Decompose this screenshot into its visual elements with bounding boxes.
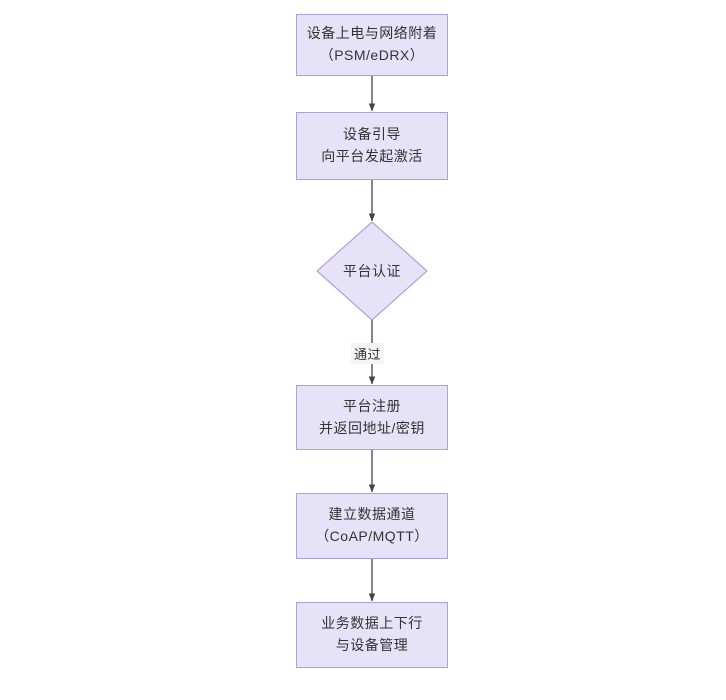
edge-label-pass: 通过 [351, 343, 385, 364]
flow-node-device-bootstrap-line-1: 设备引导 [343, 126, 401, 143]
flow-node-device-bootstrap-line-2: 向平台发起激活 [321, 148, 423, 164]
flow-node-platform-auth[interactable]: 平台认证 [317, 222, 427, 320]
flow-node-business-data-line-1: 业务数据上下行 [321, 615, 423, 632]
flow-node-device-bootstrap[interactable]: 设备引导 向平台发起激活 [296, 112, 448, 180]
flow-node-platform-register-line-1: 平台注册 [343, 397, 401, 414]
diamond-shape [317, 222, 427, 320]
flow-node-platform-register-line-2: 并返回地址/密钥 [319, 419, 425, 436]
flow-node-business-data[interactable]: 业务数据上下行 与设备管理 [296, 602, 448, 668]
flow-node-data-channel-line-1: 建立数据通道 [328, 506, 416, 523]
flow-node-data-channel-line-2: （CoAP/MQTT） [315, 528, 429, 544]
flow-node-device-power-on[interactable]: 设备上电与网络附着 （PSM/eDRX） [296, 14, 448, 76]
flow-node-platform-register[interactable]: 平台注册 并返回地址/密钥 [296, 385, 448, 450]
flow-node-data-channel[interactable]: 建立数据通道 （CoAP/MQTT） [296, 493, 448, 559]
flow-node-device-power-on-line-1: 设备上电与网络附着 [306, 25, 438, 42]
flow-node-platform-auth-label: 平台认证 [343, 263, 401, 279]
flow-node-device-power-on-line-2: （PSM/eDRX） [319, 47, 425, 63]
flow-node-business-data-line-2: 与设备管理 [335, 637, 409, 653]
edge-label-pass-text: 通过 [354, 347, 382, 362]
